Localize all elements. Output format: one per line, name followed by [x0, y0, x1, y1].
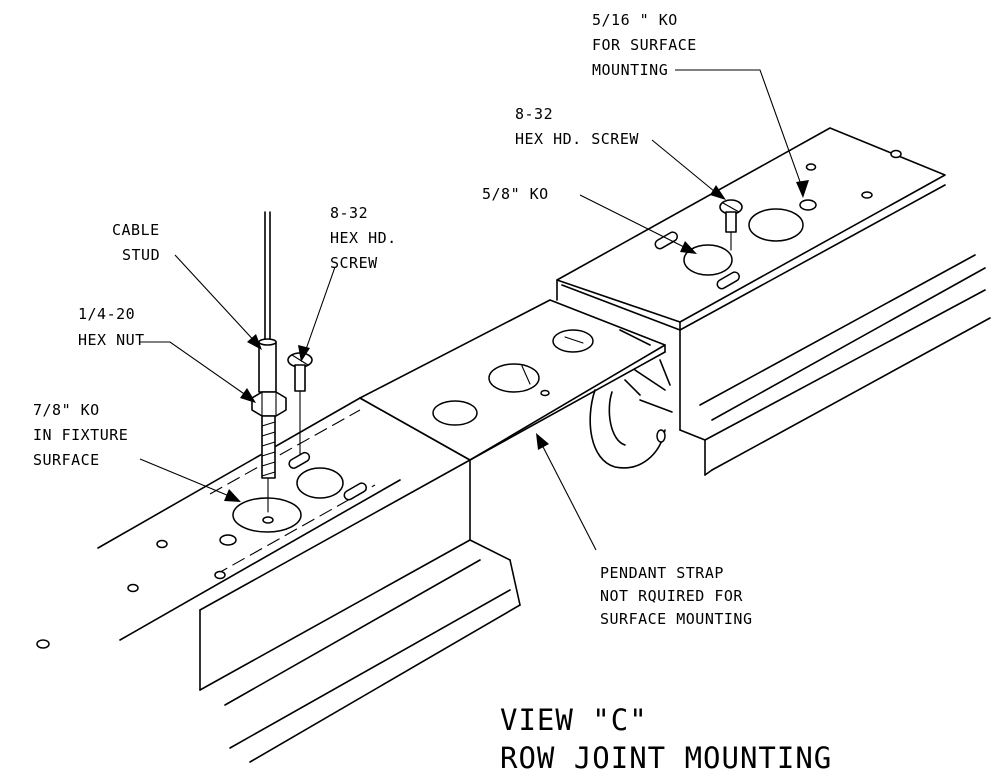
svg-text:STUD: STUD [122, 246, 160, 264]
cable-stud-assembly [251, 211, 287, 513]
ko-7-8-hole [232, 497, 302, 533]
svg-text:HEX NUT: HEX NUT [78, 331, 145, 349]
callout-hex-screw-left: 8-32 HEX HD. SCREW [330, 204, 397, 272]
pendant-strap [359, 299, 666, 461]
svg-text:8-32: 8-32 [515, 105, 553, 123]
ko-5-16-hole [799, 199, 817, 211]
svg-text:MOUNTING: MOUNTING [592, 61, 668, 79]
callout-ko-7-8: 7/8" KO IN FIXTURE SURFACE [33, 401, 128, 469]
ko-5-8-hole [683, 244, 733, 276]
hex-head-screw-left [287, 352, 313, 456]
callout-pendant-strap: PENDANT STRAP NOT RQUIRED FOR SURFACE MO… [600, 564, 753, 628]
left-fixture-channel [36, 397, 521, 763]
svg-text:7/8" KO: 7/8" KO [33, 401, 100, 419]
svg-text:HEX HD.: HEX HD. [330, 229, 397, 247]
svg-text:FOR SURFACE: FOR SURFACE [592, 36, 697, 54]
svg-text:PENDANT STRAP: PENDANT STRAP [600, 564, 724, 582]
svg-text:IN FIXTURE: IN FIXTURE [33, 426, 128, 444]
callout-cable-stud: CABLE STUD [112, 221, 160, 264]
callout-ko-5-16: 5/16 " KO FOR SURFACE MOUNTING [592, 11, 697, 79]
svg-text:SURFACE: SURFACE [33, 451, 100, 469]
svg-text:5/8" KO: 5/8" KO [482, 185, 549, 203]
right-fixture-channel [556, 127, 991, 476]
leader-lines [139, 69, 809, 551]
svg-text:8-32: 8-32 [330, 204, 368, 222]
svg-text:SURFACE MOUNTING: SURFACE MOUNTING [600, 610, 753, 628]
callout-ko-5-8: 5/8" KO [482, 185, 549, 203]
hex-head-screw-right [719, 199, 743, 251]
callout-hex-screw-top: 8-32 HEX HD. SCREW [515, 105, 639, 148]
svg-text:5/16 " KO: 5/16 " KO [592, 11, 678, 29]
svg-text:CABLE: CABLE [112, 221, 160, 239]
callout-hex-nut: 1/4-20 HEX NUT [78, 305, 145, 349]
svg-text:SCREW: SCREW [330, 254, 378, 272]
svg-text:NOT RQUIRED FOR: NOT RQUIRED FOR [600, 587, 743, 605]
view-title: VIEW "C" ROW JOINT MOUNTING [500, 703, 832, 775]
svg-text:HEX HD. SCREW: HEX HD. SCREW [515, 130, 639, 148]
svg-text:1/4-20: 1/4-20 [78, 305, 135, 323]
view-title-line2: ROW JOINT MOUNTING [500, 741, 832, 775]
view-title-line1: VIEW "C" [500, 703, 648, 737]
